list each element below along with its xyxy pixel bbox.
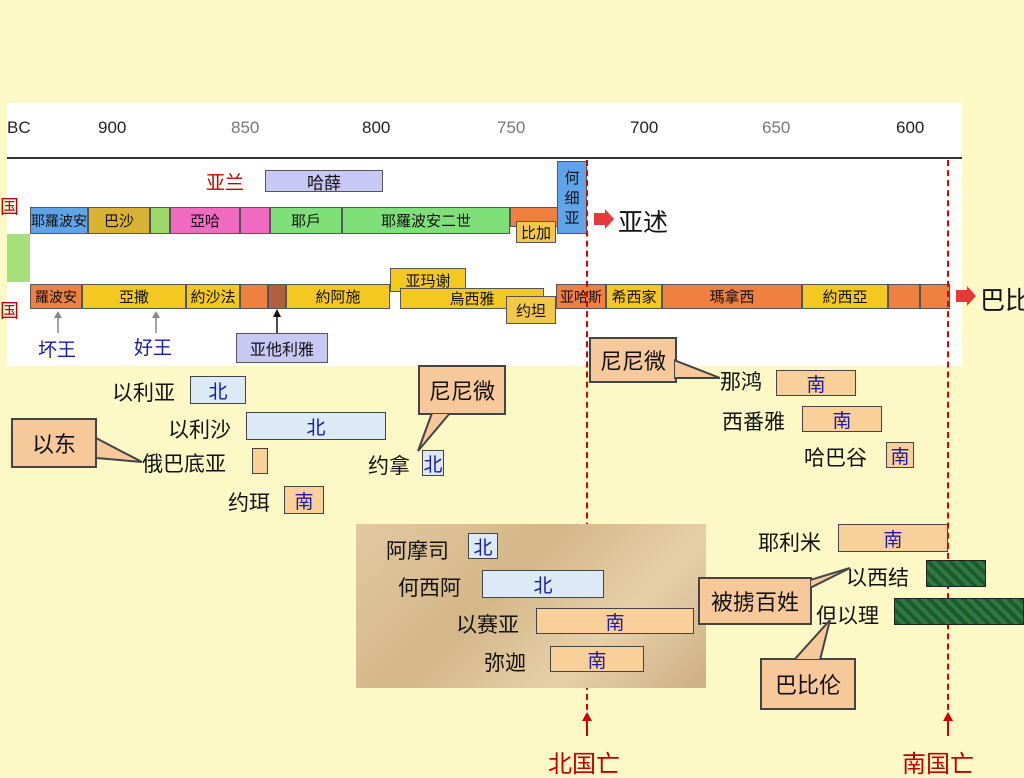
jeremiah-south-tag: 南 — [838, 524, 948, 552]
judah-seg-joash: 約阿施 — [286, 284, 390, 309]
prophet-elijah: 以利亚 — [112, 381, 175, 405]
judah-seg-minor2 — [888, 284, 920, 309]
south-kingdom-label: 国 — [0, 300, 20, 322]
bad-king-arrow-icon — [52, 311, 64, 333]
judah-seg-jotham: 约坦 — [506, 296, 556, 324]
tick-750: 750 — [497, 118, 526, 137]
captives-callout-pointer — [809, 566, 851, 590]
prophet-jeremiah: 耶利米 — [758, 531, 821, 555]
israel-seg-pekah: 比加 — [516, 221, 556, 243]
elijah-north-tag: 北 — [190, 376, 246, 404]
judah-seg-asa: 亞撒 — [82, 284, 186, 309]
babylon-callout-pointer — [790, 619, 836, 661]
judah-seg-minor3 — [920, 284, 950, 309]
judah-seg-rehoboam: 羅波安 — [30, 284, 82, 309]
ezekiel-exile-bar — [926, 560, 986, 587]
babylon-callout: 巴比伦 — [760, 658, 856, 710]
tick-900: 900 — [98, 118, 127, 137]
prophet-amos: 阿摩司 — [386, 539, 449, 563]
nahum-south-tag: 南 — [776, 370, 856, 396]
israel-seg-minor2 — [240, 207, 270, 234]
prophet-habakkuk: 哈巴谷 — [804, 446, 867, 470]
prophet-joel: 约珥 — [228, 491, 270, 515]
good-king-arrow-icon — [150, 311, 162, 333]
prophet-obadiah: 俄巴底亚 — [142, 452, 226, 476]
habakkuk-south-tag: 南 — [886, 442, 914, 468]
bad-king-label: 坏王 — [38, 339, 77, 361]
tick-700: 700 — [630, 118, 659, 137]
joel-south-tag: 南 — [284, 486, 324, 514]
obadiah-south-tag — [252, 448, 268, 474]
nineveh-callout-jonah: 尼尼微 — [418, 365, 506, 415]
prophet-elisha: 以利沙 — [168, 418, 231, 442]
assyria-arrow-icon — [594, 209, 614, 229]
judah-seg-minor1 — [240, 284, 268, 309]
aram-label: 亚兰 — [206, 172, 245, 194]
judah-seg-ahaz: 亚哈斯 — [556, 284, 606, 309]
prophet-micah: 弥迦 — [484, 651, 526, 675]
athaliah-arrow-icon — [271, 309, 283, 333]
judah-seg-hezekiah: 希西家 — [606, 284, 662, 309]
babylon-label: 巴比 — [980, 286, 1024, 315]
nineveh-callout-nahum-pointer — [673, 358, 721, 384]
north-fall-label: 北国亡 — [548, 750, 620, 778]
nineveh-callout-jonah-pointer — [414, 412, 454, 453]
hosea-north-tag: 北 — [482, 570, 604, 598]
israel-seg-jehu: 耶戶 — [270, 207, 342, 234]
north-fall-arrow-icon — [581, 712, 593, 736]
good-king-label: 好王 — [134, 337, 173, 359]
prophet-jonah: 约拿 — [368, 454, 410, 478]
edom-callout-pointer — [95, 436, 143, 466]
judah-seg-manasseh: 瑪拿西 — [662, 284, 802, 309]
tick-800: 800 — [362, 118, 391, 137]
prophet-ezekiel: 以西结 — [846, 566, 909, 590]
isaiah-south-tag: 南 — [536, 608, 694, 634]
captives-callout: 被掳百姓 — [698, 577, 812, 625]
prophet-zephaniah: 西番雅 — [722, 410, 785, 434]
south-fall-label: 南国亡 — [902, 750, 974, 778]
tick-850: 850 — [231, 118, 260, 137]
israel-seg-hoshea: 何细亚 — [557, 161, 587, 234]
israel-seg-jeroboam2: 耶羅波安二世 — [342, 207, 510, 234]
babylon-arrow-icon — [956, 286, 976, 306]
elisha-north-tag: 北 — [246, 412, 386, 440]
israel-seg-baasha: 巴沙 — [88, 207, 150, 234]
edom-callout: 以东 — [11, 418, 97, 468]
judah-seg-josiah: 約西亞 — [802, 284, 888, 309]
judah-seg-athaliah — [268, 284, 286, 309]
south-fall-arrow-icon — [942, 712, 954, 736]
prophet-hosea: 何西阿 — [398, 576, 461, 600]
assyria-label: 亚述 — [618, 208, 669, 237]
hazael-bar: 哈薛 — [265, 170, 383, 194]
tick-600: 600 — [896, 118, 925, 137]
kingdom-strip — [7, 234, 30, 282]
prophet-nahum: 那鸿 — [720, 370, 762, 394]
prophet-isaiah: 以赛亚 — [456, 613, 519, 637]
north-fall-line — [586, 160, 588, 720]
jonah-north-tag: 北 — [422, 450, 444, 476]
axis-unit: BC — [7, 118, 31, 137]
tick-650: 650 — [762, 118, 791, 137]
south-fall-line — [947, 160, 949, 720]
israel-seg-ahab: 亞哈 — [170, 207, 240, 234]
zephaniah-south-tag: 南 — [802, 406, 882, 432]
daniel-exile-bar — [894, 598, 1024, 625]
israel-seg-minor1 — [150, 207, 170, 234]
amos-north-tag: 北 — [468, 533, 498, 559]
axis-line — [7, 157, 962, 159]
athaliah-box: 亚他利雅 — [236, 333, 328, 363]
parchment-panel — [356, 524, 706, 688]
north-kingdom-label: 国 — [0, 196, 20, 218]
nineveh-callout-nahum: 尼尼微 — [589, 337, 677, 383]
timeline-panel — [7, 103, 962, 366]
judah-seg-jehoshaphat: 約沙法 — [186, 284, 240, 309]
israel-seg-jeroboam: 耶羅波安 — [30, 207, 88, 234]
micah-south-tag: 南 — [550, 646, 644, 672]
